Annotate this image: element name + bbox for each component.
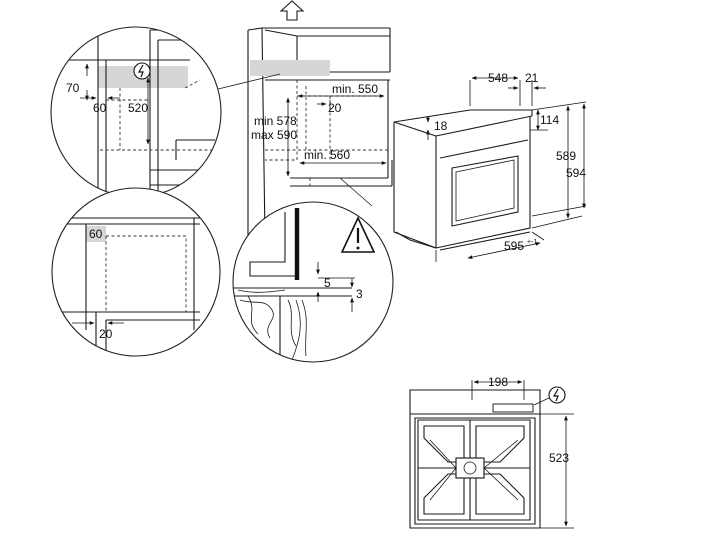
detail-bottom-clearance: 60 20	[51, 187, 221, 357]
dim-20-front: 20	[328, 101, 342, 115]
arrow-up-icon	[279, 0, 305, 21]
dim-min-578: min 578	[254, 114, 297, 128]
dim-114: 114	[540, 113, 559, 127]
dim-60-bottom: 60	[89, 227, 103, 241]
detail-electric-connection: 70 60 520	[50, 26, 222, 198]
dim-18: 18	[434, 119, 448, 133]
dim-min-550: min. 550	[332, 82, 378, 96]
warning-triangle-icon	[340, 216, 376, 253]
dim-523: 523	[549, 451, 569, 465]
dim-5: 5	[324, 276, 331, 290]
dim-min-560: min. 560	[304, 148, 350, 162]
dim-548: 548	[488, 71, 508, 85]
oven-dimensions-view: 548 21 18 114 589 594 595 +-1	[393, 71, 586, 262]
dim-21: 21	[525, 71, 539, 85]
dim-520: 520	[128, 101, 148, 115]
cabinet-front-view: min. 550 20 min 578 max 590 min. 560	[213, 0, 393, 249]
dim-198: 198	[488, 375, 508, 389]
burner-grate	[417, 419, 531, 521]
dim-3: 3	[356, 287, 363, 301]
dim-595: 595	[504, 239, 524, 253]
electric-connection-icon	[133, 62, 151, 80]
detail-worktop-gap: 5 3	[232, 201, 394, 363]
dim-589: 589	[556, 149, 576, 163]
oven-top-view: 198 523	[409, 375, 574, 529]
dim-595-tolerance: +-1	[527, 239, 537, 246]
dim-70: 70	[66, 81, 80, 95]
dim-20-bottom: 20	[99, 327, 113, 341]
dim-594: 594	[566, 166, 586, 180]
electric-connection-icon	[548, 386, 566, 404]
dim-60-top: 60	[93, 101, 107, 115]
dim-max-590: max 590	[251, 128, 297, 142]
